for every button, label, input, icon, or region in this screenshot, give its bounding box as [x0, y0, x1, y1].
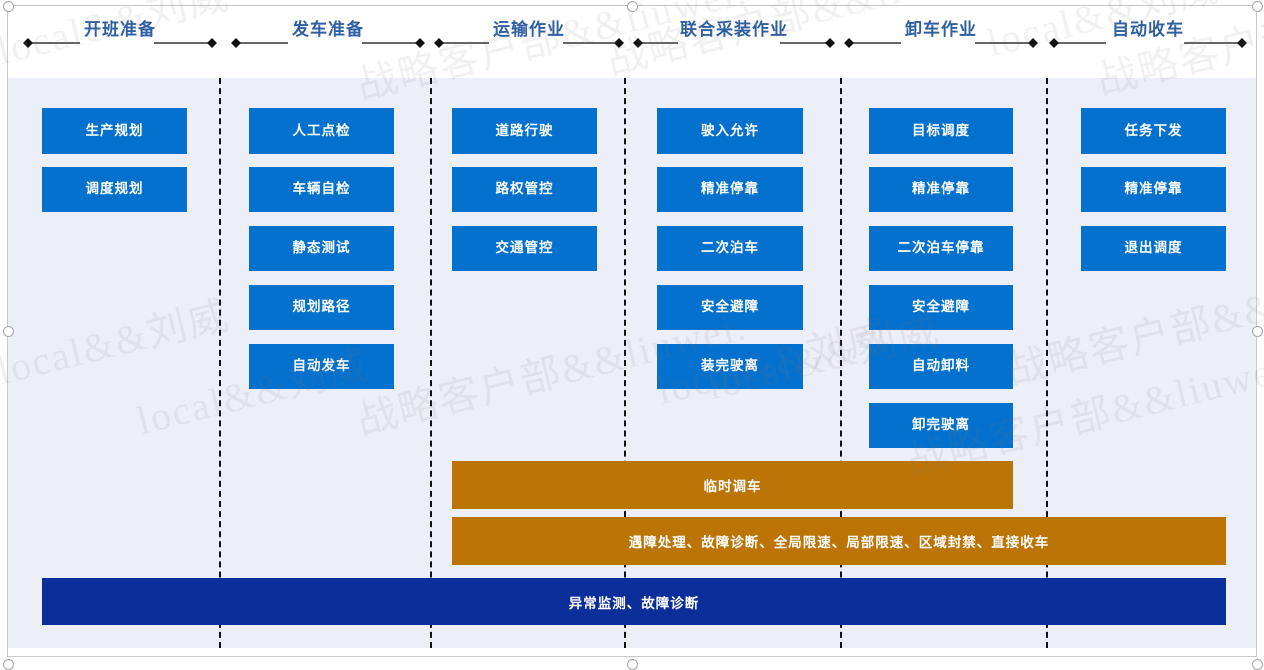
- process-card-label: 精准停靠: [1124, 181, 1183, 197]
- selection-handle-middle-right[interactable]: [1252, 326, 1263, 337]
- column-divider-4: [840, 78, 842, 648]
- process-card-label: 任务下发: [1124, 122, 1183, 138]
- phase-title-6: 自动收车: [1112, 20, 1184, 39]
- process-card-label: 人工点检: [292, 122, 351, 138]
- phase-arrow-icon-4: [633, 38, 835, 48]
- process-card-label: 静态测试: [292, 240, 351, 256]
- process-card-label: 自动卸料: [912, 358, 970, 374]
- process-card-5-3[interactable]: 二次泊车停靠: [869, 226, 1013, 271]
- process-card-label: 二次泊车: [701, 240, 759, 256]
- process-card-4-4[interactable]: 安全避障: [657, 285, 803, 330]
- selection-handle-bottom-center[interactable]: [627, 659, 638, 670]
- selection-handle-middle-left[interactable]: [3, 326, 14, 337]
- phase-header-2[interactable]: 发车准备: [228, 6, 428, 74]
- process-card-2-5[interactable]: 自动发车: [249, 344, 394, 389]
- span-bar-exception-handling[interactable]: 遇障处理、故障诊断、全局限速、局部限速、区域封禁、直接收车: [452, 517, 1226, 565]
- phase-header-6[interactable]: 自动收车: [1046, 6, 1250, 74]
- process-card-5-4[interactable]: 安全避障: [869, 285, 1013, 330]
- phase-arrow-icon-6: [1049, 38, 1247, 48]
- phase-arrow-icon-2: [231, 38, 425, 48]
- process-card-2-1[interactable]: 人工点检: [249, 108, 394, 154]
- phase-arrow-icon-3: [434, 38, 624, 48]
- column-divider-5: [1046, 78, 1048, 648]
- phase-title-5: 卸车作业: [905, 20, 977, 39]
- process-card-3-2[interactable]: 路权管控: [452, 167, 597, 212]
- selection-handle-bottom-left[interactable]: [3, 659, 14, 670]
- process-card-label: 道路行驶: [495, 122, 554, 138]
- process-card-label: 规划路径: [292, 299, 351, 315]
- phase-header-5[interactable]: 卸车作业: [841, 6, 1041, 74]
- process-card-label: 驶入允许: [701, 122, 759, 138]
- phase-title-2: 发车准备: [292, 20, 364, 39]
- process-card-6-2[interactable]: 精准停靠: [1081, 167, 1226, 212]
- phase-arrow-icon-1: [23, 38, 217, 48]
- span-bar-temporary-dispatch[interactable]: 临时调车: [452, 461, 1013, 509]
- process-card-2-2[interactable]: 车辆自检: [249, 167, 394, 212]
- process-card-label: 退出调度: [1124, 240, 1183, 256]
- phase-title-1: 开班准备: [84, 20, 156, 39]
- process-card-1-1[interactable]: 生产规划: [42, 108, 187, 154]
- process-card-label: 交通管控: [495, 240, 554, 256]
- process-card-label: 路权管控: [495, 181, 554, 197]
- process-card-3-3[interactable]: 交通管控: [452, 226, 597, 271]
- phase-header-band: 开班准备 发车准备 运输作业: [8, 6, 1256, 74]
- process-card-label: 安全避障: [912, 299, 970, 315]
- process-card-label: 自动发车: [292, 358, 351, 374]
- process-card-2-4[interactable]: 规划路径: [249, 285, 394, 330]
- process-card-label: 二次泊车停靠: [897, 240, 985, 256]
- column-divider-1: [219, 78, 221, 648]
- process-card-label: 卸完驶离: [912, 417, 970, 433]
- selection-handle-bottom-right[interactable]: [1252, 659, 1263, 670]
- phase-header-4[interactable]: 联合采装作业: [630, 6, 838, 74]
- process-card-label: 车辆自检: [292, 181, 351, 197]
- phase-arrow-icon-5: [844, 38, 1038, 48]
- phase-header-1[interactable]: 开班准备: [20, 6, 220, 74]
- selection-handle-top-right[interactable]: [1252, 1, 1263, 12]
- phase-header-3[interactable]: 运输作业: [431, 6, 627, 74]
- span-bar-label: 遇障处理、故障诊断、全局限速、局部限速、区域封禁、直接收车: [628, 535, 1050, 550]
- column-divider-2: [430, 78, 432, 648]
- process-card-6-1[interactable]: 任务下发: [1081, 108, 1226, 154]
- process-card-label: 精准停靠: [701, 181, 759, 197]
- process-card-label: 调度规划: [85, 181, 144, 197]
- process-card-label: 装完驶离: [701, 358, 759, 374]
- selection-handle-top-left[interactable]: [3, 1, 14, 12]
- process-card-6-3[interactable]: 退出调度: [1081, 226, 1226, 271]
- selection-handle-top-center[interactable]: [627, 1, 638, 12]
- process-card-4-3[interactable]: 二次泊车: [657, 226, 803, 271]
- process-card-5-1[interactable]: 目标调度: [869, 108, 1013, 154]
- phase-title-3: 运输作业: [493, 20, 565, 39]
- process-card-4-1[interactable]: 驶入允许: [657, 108, 803, 154]
- process-card-5-5[interactable]: 自动卸料: [869, 344, 1013, 389]
- process-card-label: 生产规划: [85, 122, 144, 138]
- process-card-label: 目标调度: [912, 122, 970, 138]
- process-card-1-2[interactable]: 调度规划: [42, 167, 187, 212]
- process-card-4-5[interactable]: 装完驶离: [657, 344, 803, 389]
- process-card-4-2[interactable]: 精准停靠: [657, 167, 803, 212]
- process-card-label: 安全避障: [701, 299, 759, 315]
- process-card-label: 精准停靠: [912, 181, 970, 197]
- process-card-5-2[interactable]: 精准停靠: [869, 167, 1013, 212]
- phase-title-4: 联合采装作业: [680, 20, 788, 39]
- process-card-3-1[interactable]: 道路行驶: [452, 108, 597, 154]
- span-bar-anomaly-monitoring[interactable]: 异常监测、故障诊断: [42, 578, 1226, 625]
- column-divider-3: [624, 78, 626, 648]
- span-bar-label: 异常监测、故障诊断: [568, 595, 700, 611]
- process-card-2-3[interactable]: 静态测试: [249, 226, 394, 271]
- span-bar-label: 临时调车: [703, 479, 762, 494]
- process-card-5-6[interactable]: 卸完驶离: [869, 403, 1013, 448]
